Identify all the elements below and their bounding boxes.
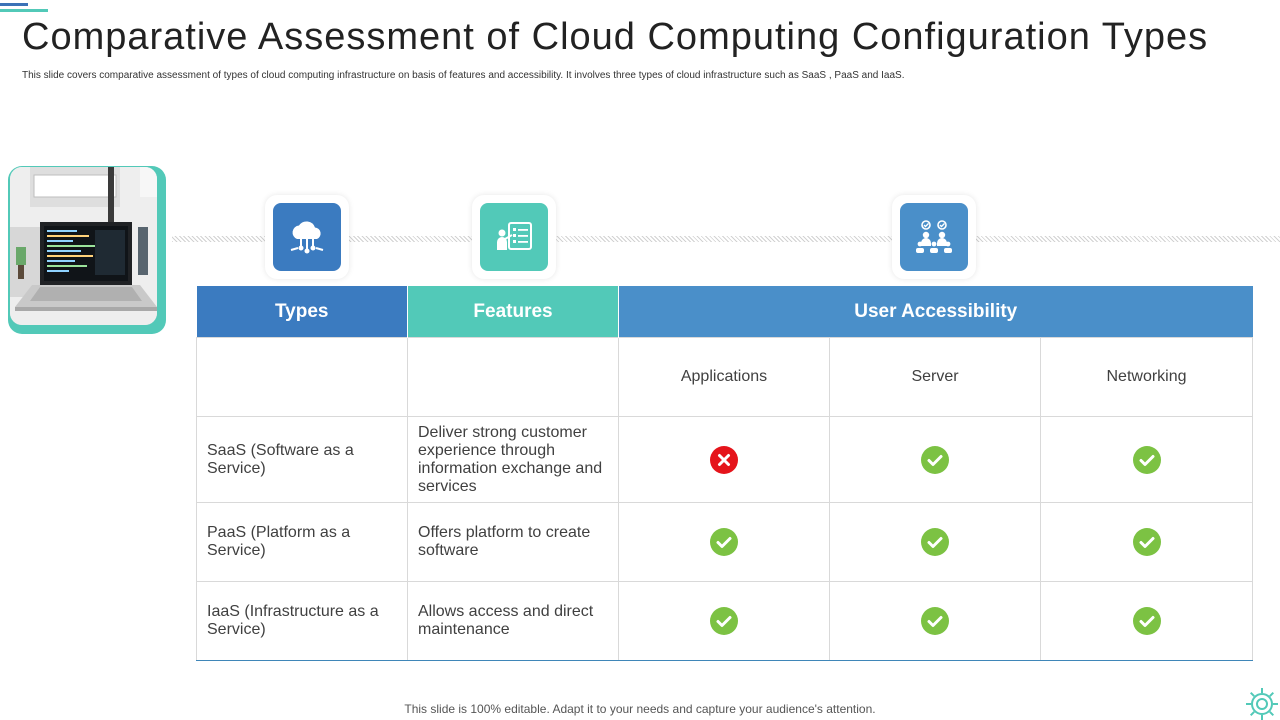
status-cell xyxy=(1040,502,1253,582)
server-subheader: Server xyxy=(829,337,1041,417)
table-row: PaaS (Platform as a Service) Offers plat… xyxy=(196,502,1253,582)
type-cell: IaaS (Infrastructure as a Service) xyxy=(196,581,408,661)
types-header: Types xyxy=(196,286,408,338)
icon-card-types xyxy=(265,195,349,279)
table-row: IaaS (Infrastructure as a Service) Allow… xyxy=(196,581,1253,661)
team-approval-icon xyxy=(900,203,968,271)
status-cell xyxy=(1040,581,1253,661)
page-subtitle: This slide covers comparative assessment… xyxy=(22,70,905,81)
type-cell: SaaS (Software as a Service) xyxy=(196,416,408,503)
check-icon xyxy=(1132,445,1161,474)
applications-subheader: Applications xyxy=(618,337,830,417)
type-cell: PaaS (Platform as a Service) xyxy=(196,502,408,582)
feature-cell: Deliver strong customer experience throu… xyxy=(407,416,619,503)
user-accessibility-header: User Accessibility xyxy=(618,286,1253,338)
icon-card-features xyxy=(472,195,556,279)
check-icon xyxy=(1132,528,1161,556)
check-icon xyxy=(921,445,949,474)
dotted-connector xyxy=(172,236,1280,242)
subheader-row: Applications Server Networking xyxy=(196,337,1253,417)
features-header: Features xyxy=(407,286,619,338)
corner-accent-line xyxy=(0,3,28,6)
cloud-network-icon xyxy=(273,203,341,271)
status-cell xyxy=(618,416,830,503)
check-icon xyxy=(921,528,949,556)
check-icon xyxy=(710,607,738,635)
empty-cell xyxy=(196,337,408,417)
status-cell xyxy=(829,416,1041,503)
status-cell xyxy=(618,581,830,661)
feature-cell: Offers platform to create software xyxy=(407,502,619,582)
laptop-photo xyxy=(10,167,157,325)
cross-icon xyxy=(710,445,738,474)
check-icon xyxy=(710,528,738,556)
page-title: Comparative Assessment of Cloud Computin… xyxy=(22,16,1209,58)
networking-subheader: Networking xyxy=(1040,337,1253,417)
check-icon xyxy=(1132,607,1161,635)
corner-accent-line xyxy=(0,9,48,12)
feature-cell: Allows access and direct maintenance xyxy=(407,581,619,661)
status-cell xyxy=(1040,416,1253,503)
empty-cell xyxy=(407,337,619,417)
status-cell xyxy=(829,502,1041,582)
check-icon xyxy=(921,607,949,635)
gear-icon xyxy=(1240,682,1280,720)
footer-note: This slide is 100% editable. Adapt it to… xyxy=(404,702,876,716)
table-row: SaaS (Software as a Service) Deliver str… xyxy=(196,416,1253,503)
comparison-table: Types Features User Accessibility Applic… xyxy=(196,286,1253,661)
status-cell xyxy=(618,502,830,582)
status-cell xyxy=(829,581,1041,661)
icon-card-access xyxy=(892,195,976,279)
checklist-presentation-icon xyxy=(480,203,548,271)
